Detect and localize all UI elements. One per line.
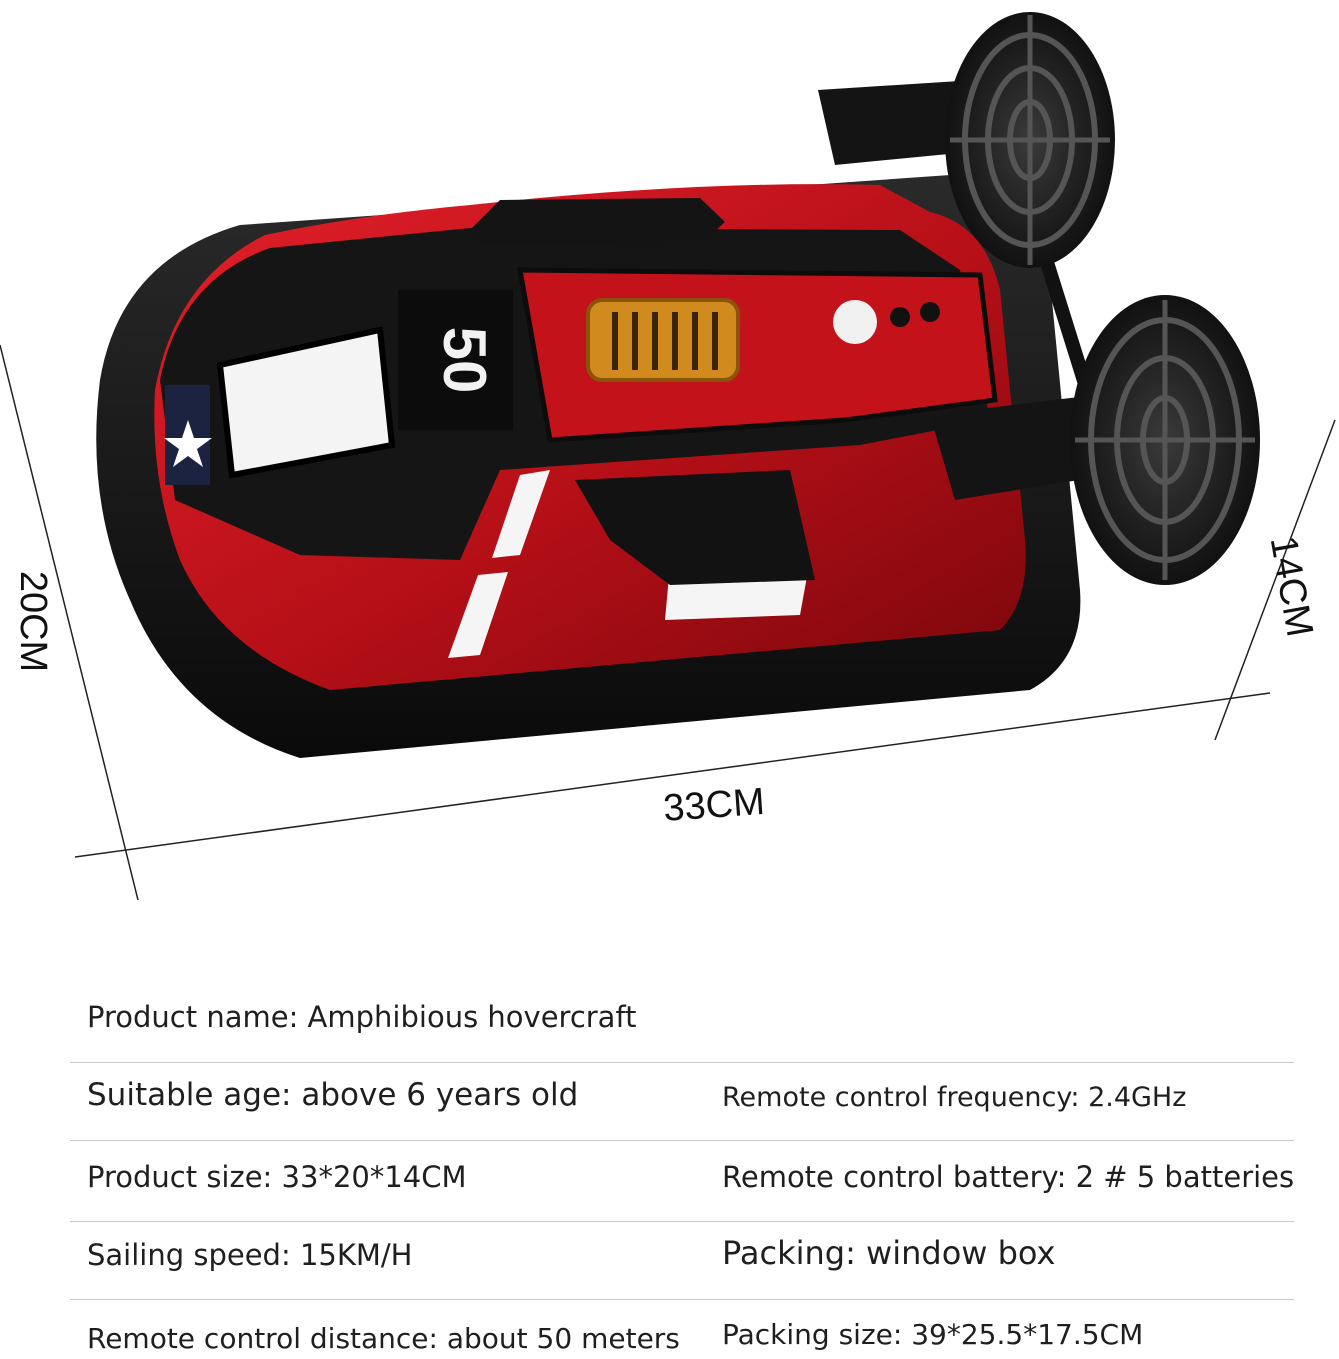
gold-vent — [586, 298, 740, 382]
power-switch — [833, 300, 877, 344]
dimension-lines — [0, 344, 1336, 900]
rear-fan-mount-bottom — [930, 395, 1110, 500]
spec-product-size: Product size: 33*20*14CM — [87, 1160, 467, 1194]
spec-product-name: Product name: Amphibious hovercraft — [87, 1000, 637, 1034]
rear-fan-bottom — [1070, 295, 1260, 585]
windshield — [216, 326, 396, 479]
spec-packing: Packing: window box — [722, 1234, 1056, 1272]
spec-rc-battery: Remote control battery: 2 # 5 batteries — [722, 1160, 1295, 1194]
number-badge-panel — [398, 290, 513, 430]
product-illustration: 50 — [0, 12, 1336, 900]
side-intake — [575, 470, 815, 585]
spec-suitable-age: Suitable age: above 6 years old — [87, 1077, 579, 1113]
spec-rc-frequency: Remote control frequency: 2.4GHz — [722, 1082, 1187, 1113]
dimension-length-label: 33CM — [662, 780, 767, 830]
indicator-dot — [890, 307, 910, 327]
indicator-dot-2 — [920, 302, 940, 322]
spec-sailing-speed: Sailing speed: 15KM/H — [87, 1238, 413, 1272]
spec-rc-distance: Remote control distance: about 50 meters — [87, 1322, 680, 1355]
star-emblem — [164, 385, 212, 485]
dimension-width-label: 20CM — [12, 570, 55, 673]
front-vent — [470, 198, 725, 245]
side-stripe-1 — [492, 470, 550, 558]
rear-fan-top — [945, 12, 1115, 268]
side-stripe-2 — [448, 572, 508, 658]
hull-number-badge: 50 — [431, 327, 498, 394]
spec-packing-size: Packing size: 39*25.5*17.5CM — [722, 1318, 1144, 1351]
